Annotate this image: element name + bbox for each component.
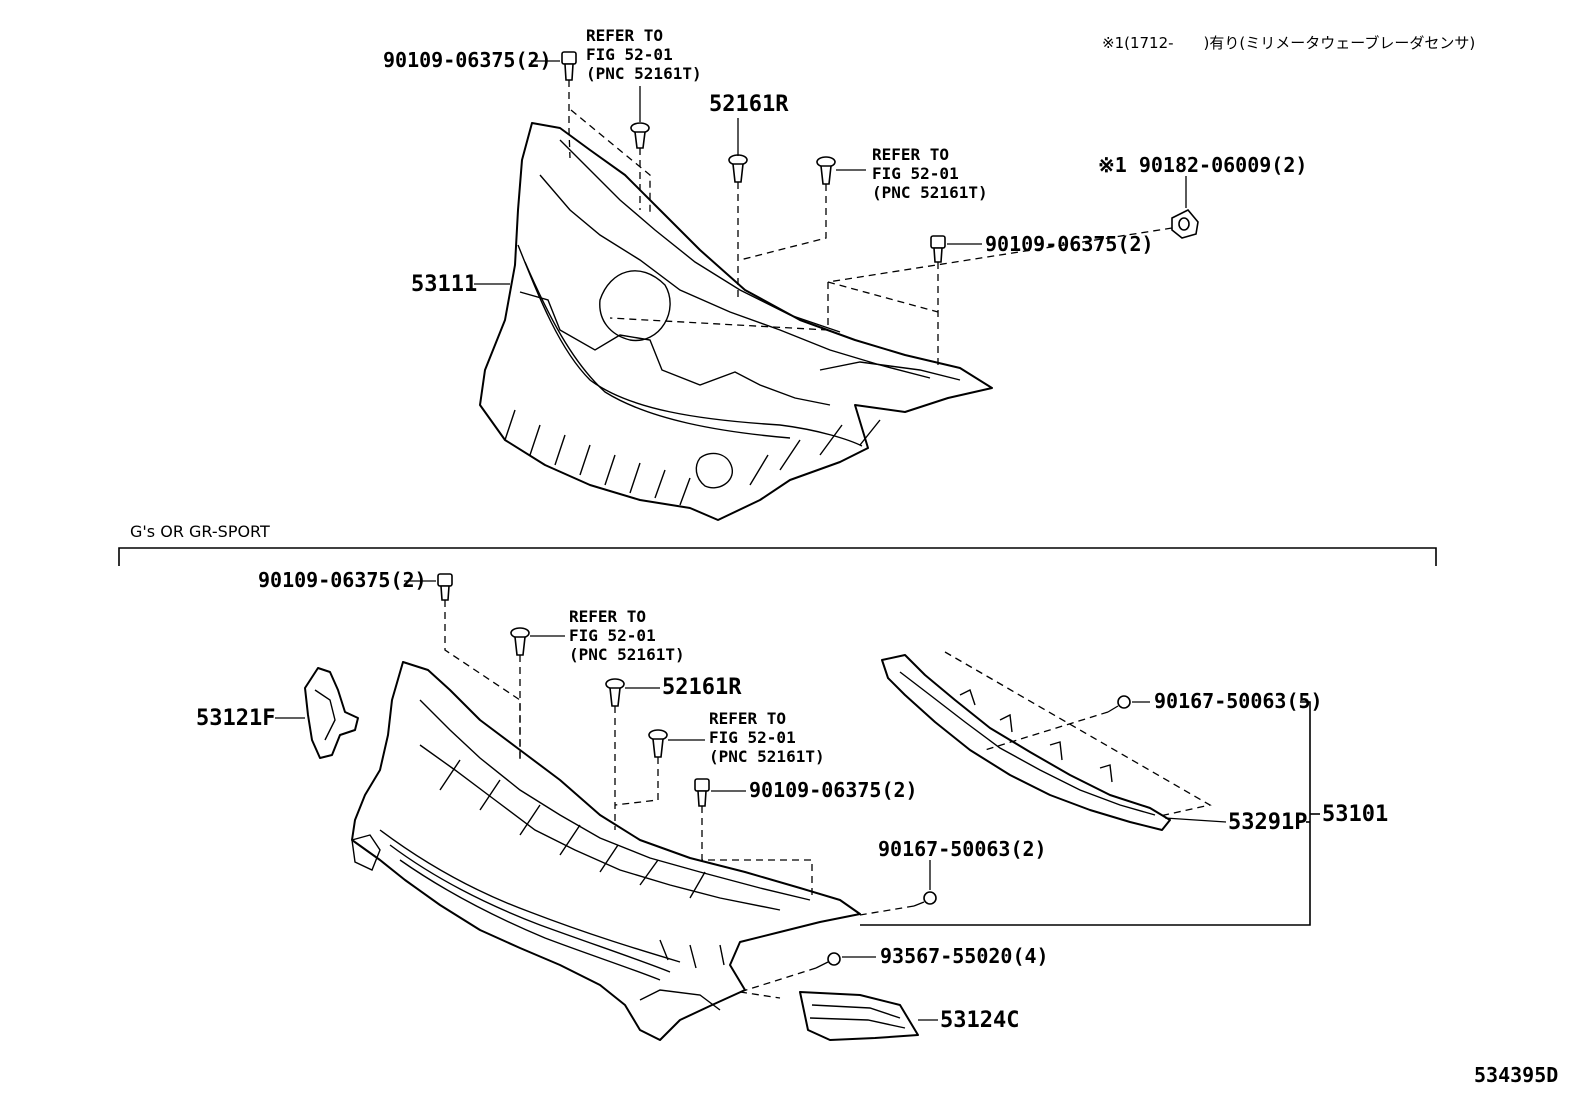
lower-grille-53124c-drawing <box>799 991 919 1041</box>
label-90109-06375-lower-left: 90109-06375(2) <box>258 568 427 592</box>
figure-id: 534395D <box>1474 1063 1558 1087</box>
clip-52161r-lower <box>605 678 625 707</box>
refer-a-line3: (PNC 52161T) <box>586 64 702 83</box>
screw-90167-5 <box>1107 695 1131 713</box>
grille-53111-drawing <box>479 122 993 521</box>
clip-52161r-upper <box>728 154 748 183</box>
refer-b-line3: (PNC 52161T) <box>872 183 988 202</box>
lower-refer-a-line2: FIG 52-01 <box>569 626 656 645</box>
screw-93567 <box>815 952 841 969</box>
label-52161r-upper: 52161R <box>709 92 789 117</box>
grille-53101-drawing <box>351 661 861 1041</box>
refer-a-line2: FIG 52-01 <box>586 45 673 64</box>
molding-53291p-drawing <box>881 654 1171 831</box>
emblem-cover-53121f-drawing <box>304 667 359 759</box>
refer-b-line1: REFER TO <box>872 145 949 164</box>
sensor-nut-90182 <box>1171 209 1199 239</box>
refer-b-line2: FIG 52-01 <box>872 164 959 183</box>
label-52161r-lower: 52161R <box>662 675 742 700</box>
lower-refer-a-line3: (PNC 52161T) <box>569 645 685 664</box>
refer-a-line1: REFER TO <box>586 26 663 45</box>
lower-refer-a-line1: REFER TO <box>569 607 646 626</box>
applicability-note: ※1(1712- )有り(ミリメータウェーブレーダセンサ) <box>1102 34 1475 52</box>
lower-refer-b-line3: (PNC 52161T) <box>709 747 825 766</box>
label-90109-06375-upper-left: 90109-06375(2) <box>383 48 552 72</box>
label-53101: 53101 <box>1322 802 1388 827</box>
label-90167-50063-5: 90167-50063(5) <box>1154 689 1323 713</box>
lower-refer-b-line1: REFER TO <box>709 709 786 728</box>
label-90109-06375-upper-right: 90109-06375(2) <box>985 232 1154 256</box>
label-90109-06375-lower-center: 90109-06375(2) <box>749 778 918 802</box>
label-90167-50063-2: 90167-50063(2) <box>878 837 1047 861</box>
label-53121f: 53121F <box>196 706 275 731</box>
lower-grille-group: 90109-06375(2) REFER TO FIG 52-01 (PNC 5… <box>196 568 1388 1041</box>
clip-refer-a <box>630 122 650 149</box>
screw-90167-2 <box>913 891 937 907</box>
clip-lower-refer-b <box>648 729 668 758</box>
label-93567-55020: 93567-55020(4) <box>880 944 1049 968</box>
upper-grille-group: 90109-06375(2) REFER TO FIG 52-01 (PNC 5… <box>383 26 1307 521</box>
label-53124c: 53124C <box>940 1008 1019 1033</box>
bolt-90109-top <box>561 51 577 81</box>
clip-lower-refer-a <box>510 627 530 656</box>
clip-refer-b <box>816 156 836 185</box>
bolt-90109-lower-left <box>437 573 453 601</box>
label-53111: 53111 <box>411 272 477 297</box>
section-bracket <box>118 547 1437 566</box>
section-label: G's OR GR-SPORT <box>130 522 270 541</box>
lower-refer-b-line2: FIG 52-01 <box>709 728 796 747</box>
bolt-90109-lower-center <box>694 778 710 807</box>
bolt-90109-right <box>930 235 946 263</box>
label-90182-06009: ※1 90182-06009(2) <box>1098 153 1307 177</box>
label-53291p: 53291P <box>1228 810 1307 835</box>
